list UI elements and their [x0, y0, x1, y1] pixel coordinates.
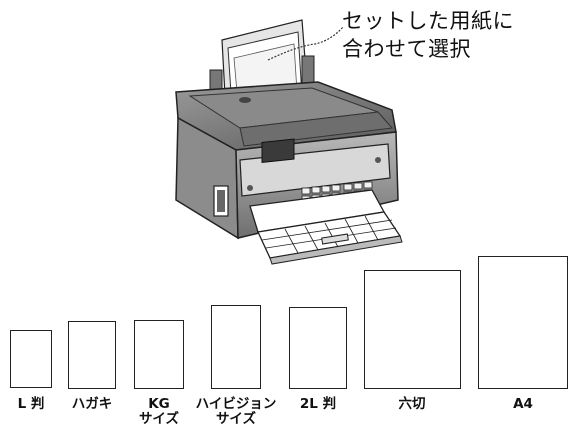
- paper-label-l: L 判: [17, 396, 45, 412]
- output-tray: [249, 189, 403, 265]
- paper-2l: [289, 307, 347, 389]
- paper-label-rokugiri: 六切: [398, 396, 426, 412]
- callout-line-2: 合わせて選択: [342, 37, 471, 61]
- paper-label-hagaki: ハガキ: [71, 396, 113, 412]
- paper-kg: [134, 320, 184, 389]
- callout-line-1: セットした用紙に: [342, 9, 514, 33]
- paper-l: [10, 330, 52, 388]
- paper-a4: [478, 256, 568, 389]
- paper-hivision: [211, 305, 261, 389]
- paper-label-a4: A4: [513, 396, 533, 412]
- callout-pointer: [267, 26, 344, 61]
- paper-label-kg: KG サイズ: [138, 396, 180, 427]
- paper-label-hivision: ハイビジョン サイズ: [195, 396, 277, 427]
- callout-text: セットした用紙に 合わせて選択: [342, 7, 514, 63]
- paper-rokugiri: [364, 270, 461, 389]
- paper-hagaki: [68, 321, 116, 389]
- paper-label-2l: 2L 判: [299, 396, 337, 412]
